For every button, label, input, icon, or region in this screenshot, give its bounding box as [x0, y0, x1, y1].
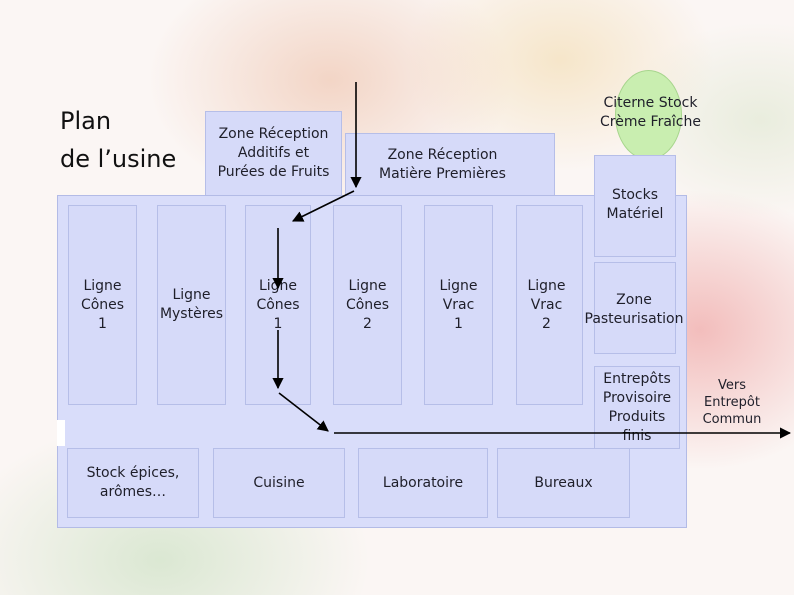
label-stocks-materiel: Stocks Matériel	[606, 187, 664, 222]
line-vrac-2	[516, 205, 583, 405]
line-vrac-1	[424, 205, 493, 405]
floor-notch	[57, 420, 65, 446]
label-entrepots: Entrepôts Provisoire Produits finis	[602, 370, 672, 444]
label-laboratoire: Laboratoire	[382, 474, 464, 491]
label-line-1: Ligne Cônes 1	[80, 277, 125, 332]
label-pasteurisation: Zone Pasteurisation	[584, 292, 684, 327]
room-stock-epices	[67, 448, 199, 518]
label-reception-matiere: Zone Réception Matière Premières	[379, 146, 506, 182]
label-bureaux: Bureaux	[534, 474, 593, 491]
citerne-tank-oval	[615, 70, 682, 160]
label-line-6: Ligne Vrac 2	[527, 277, 566, 332]
line-cones-2	[333, 205, 402, 405]
zone-stocks-materiel	[594, 155, 676, 257]
room-laboratoire	[358, 448, 488, 518]
zone-pasteurisation	[594, 262, 676, 354]
label-line-2: Ligne Mystères	[159, 287, 224, 322]
zone-entrepots-provisoire	[594, 366, 680, 449]
label-vers-entrepot: Vers Entrepôt Commun	[702, 377, 762, 427]
line-cones-1-left	[68, 205, 137, 405]
line-mysteres	[157, 205, 226, 405]
zone-reception-additifs	[205, 111, 342, 196]
arrow-diagonal-to-exit	[278, 392, 329, 432]
label-citerne: Citerne Stock Crème Fraîche	[600, 95, 701, 130]
label-stock-epices: Stock épices, arômes…	[86, 465, 180, 500]
label-line-4: Ligne Cônes 2	[345, 277, 390, 332]
label-cuisine: Cuisine	[253, 474, 305, 491]
page-title: Plan de l’usine	[60, 107, 177, 173]
label-line-5: Ligne Vrac 1	[439, 277, 478, 332]
label-reception-additifs: Zone Réception Additifs et Purées de Fru…	[217, 126, 330, 180]
room-bureaux	[497, 448, 630, 518]
room-cuisine	[213, 448, 345, 518]
arrow-diagonal-to-lines	[291, 190, 355, 222]
